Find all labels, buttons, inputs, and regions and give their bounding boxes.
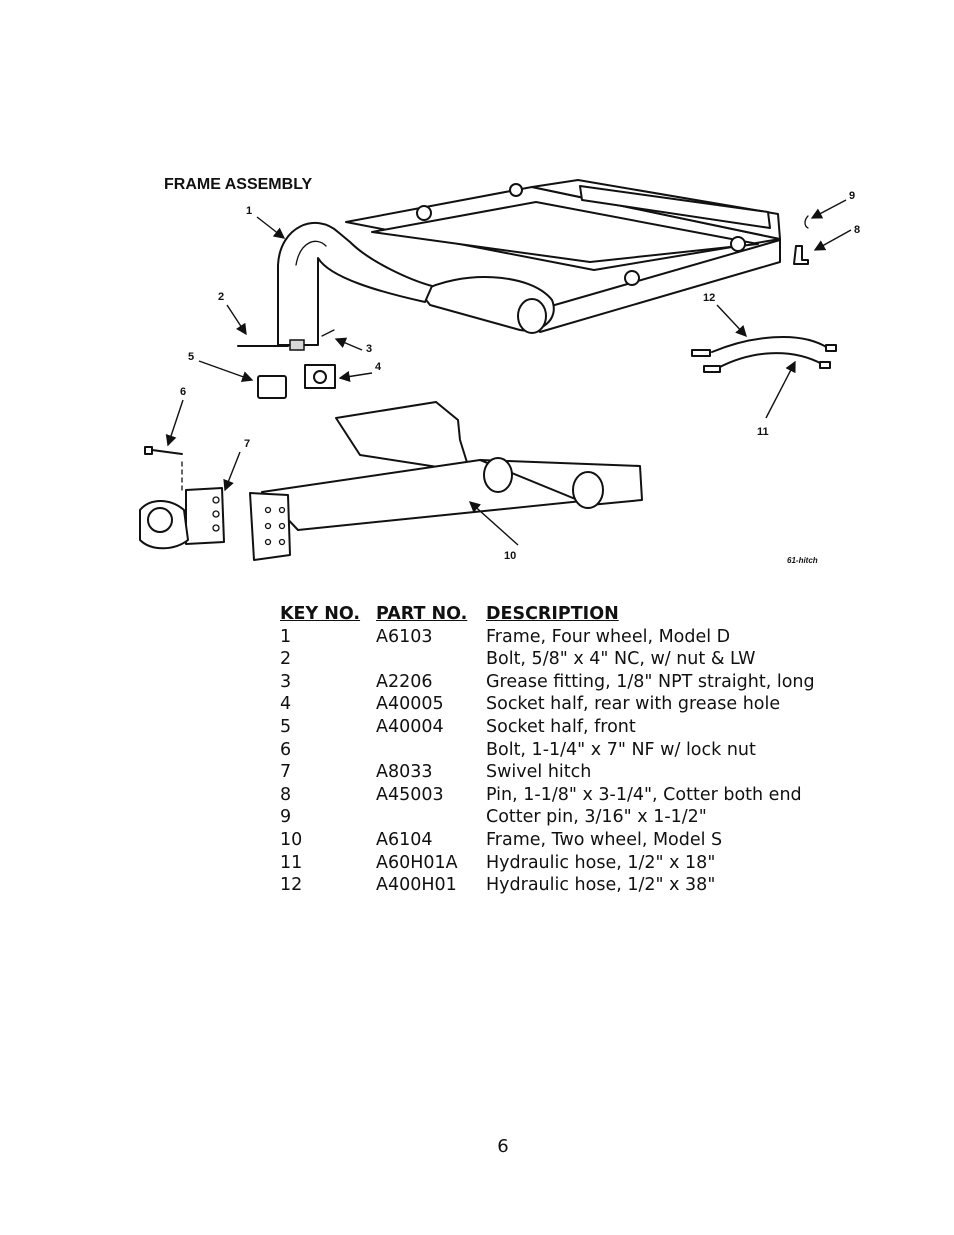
part-no: A45003	[376, 784, 444, 805]
table-row: 9 Cotter pin, 3/16" x 1-1/2"	[280, 806, 815, 829]
col-header-key: KEY NO.	[280, 604, 361, 624]
callout-5: 5	[188, 351, 194, 363]
key-no: 12	[280, 875, 303, 896]
table-row: 1 A6103 Frame, Four wheel, Model D	[280, 626, 815, 649]
part-no: A60H01A	[376, 852, 458, 873]
description: Swivel hitch	[486, 762, 592, 783]
callout-9: 9	[849, 190, 855, 202]
table-header-row: KEY NO. PART NO. DESCRIPTION	[280, 603, 815, 626]
key-no: 2	[280, 649, 292, 670]
description: Socket half, front	[486, 716, 636, 737]
table-row: 5 A40004 Socket half, front	[280, 716, 815, 739]
description: Bolt, 5/8" x 4" NC, w/ nut & LW	[486, 649, 756, 670]
key-no: 5	[280, 716, 292, 737]
description: Pin, 1-1/8" x 3-1/4", Cotter both end	[486, 784, 802, 805]
callout-4: 4	[375, 361, 382, 373]
part-no: A40004	[376, 716, 444, 737]
key-no: 10	[280, 829, 303, 850]
callout-11: 11	[757, 426, 769, 438]
table-row: 12 A400H01 Hydraulic hose, 1/2" x 38"	[280, 874, 815, 897]
callout-6: 6	[180, 386, 186, 398]
key-no: 6	[280, 739, 292, 760]
key-no: 9	[280, 807, 292, 828]
callout-12: 12	[703, 292, 715, 304]
table-row: 10 A6104 Frame, Two wheel, Model S	[280, 829, 815, 852]
key-no: 3	[280, 671, 292, 692]
key-no: 8	[280, 784, 292, 805]
description: Bolt, 1-1/4" x 7" NF w/ lock nut	[486, 739, 756, 760]
callout-10: 10	[504, 550, 516, 562]
part-no: A400H01	[376, 875, 457, 896]
description: Cotter pin, 3/16" x 1-1/2"	[486, 807, 707, 828]
key-no: 11	[280, 852, 303, 873]
description: Frame, Four wheel, Model D	[486, 626, 731, 647]
callout-8: 8	[854, 224, 860, 236]
figure-code: 61-hitch	[787, 556, 818, 565]
key-no: 4	[280, 694, 292, 715]
col-header-description: DESCRIPTION	[486, 604, 619, 624]
part-no: A40005	[376, 694, 444, 715]
callout-3: 3	[366, 343, 372, 355]
table-row: 11 A60H01A Hydraulic hose, 1/2" x 18"	[280, 852, 815, 875]
table-row: 4 A40005 Socket half, rear with grease hol…	[280, 693, 815, 716]
page-number: 6	[497, 1136, 509, 1157]
table-row: 8 A45003 Pin, 1-1/8" x 3-1/4", Cotter both…	[280, 784, 815, 807]
frame-assembly-diagram: FRAME ASSEMBLY	[139, 176, 860, 565]
table-row: 7 A8033 Swivel hitch	[280, 761, 815, 784]
col-header-part: PART NO.	[376, 604, 468, 624]
table-row: 6 Bolt, 1-1/4" x 7" NF w/ lock nut	[280, 739, 815, 762]
table-row: 3 A2206 Grease fitting, 1/8" NPT straight,…	[280, 671, 815, 694]
part-no	[376, 739, 486, 762]
diagram-title: FRAME ASSEMBLY	[164, 176, 312, 193]
description: Hydraulic hose, 1/2" x 38"	[486, 875, 716, 896]
description: Frame, Two wheel, Model S	[486, 829, 723, 850]
part-no: A8033	[376, 762, 433, 783]
part-no: A2206	[376, 671, 433, 692]
callout-1: 1	[246, 205, 252, 217]
part-no: A6104	[376, 829, 433, 850]
part-no: A6103	[376, 626, 433, 647]
part-no	[376, 648, 486, 671]
description: Socket half, rear with grease hole	[486, 694, 781, 715]
swivel-hitch	[139, 487, 225, 550]
two-wheel-frame	[249, 401, 643, 561]
callout-7: 7	[244, 438, 250, 450]
key-no: 1	[280, 626, 292, 647]
description: Grease fitting, 1/8" NPT straight, long	[486, 671, 815, 692]
table-row: 2 Bolt, 5/8" x 4" NC, w/ nut & LW	[280, 648, 815, 671]
part-no	[376, 806, 486, 829]
hydraulic-hoses	[691, 335, 837, 373]
four-wheel-frame	[277, 179, 781, 351]
key-no: 7	[280, 762, 292, 783]
callout-2: 2	[218, 291, 224, 303]
description: Hydraulic hose, 1/2" x 18"	[486, 852, 716, 873]
